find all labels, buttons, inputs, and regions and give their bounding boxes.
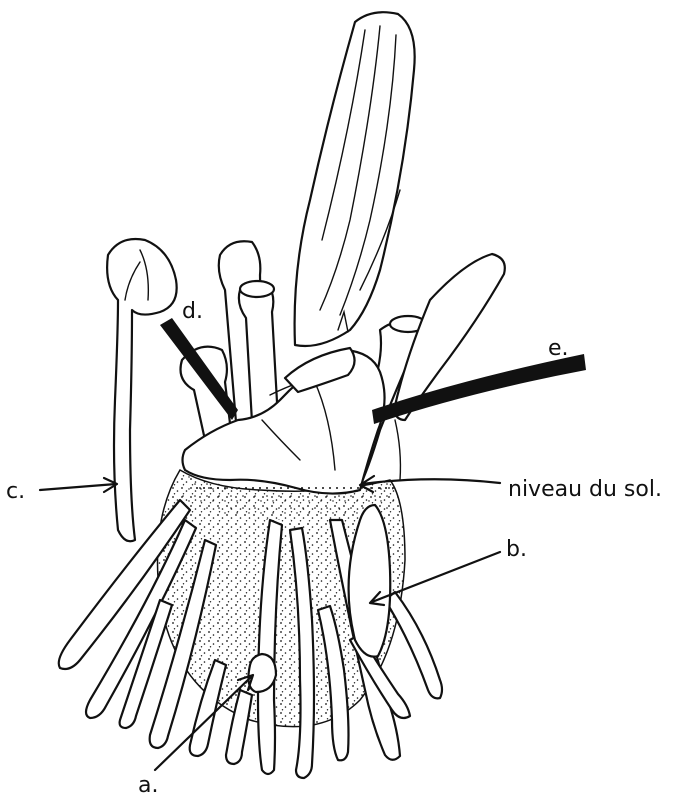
label-ground-level: niveau du sol. [508, 477, 662, 502]
structure-a [248, 654, 276, 692]
label-e: e. [548, 336, 569, 361]
tall-leaf [295, 12, 415, 346]
label-b: b. [506, 537, 527, 562]
spoon-leaf-c [107, 239, 177, 541]
label-a: a. [138, 773, 158, 798]
label-d: d. [182, 299, 203, 324]
label-c: c. [6, 479, 25, 504]
